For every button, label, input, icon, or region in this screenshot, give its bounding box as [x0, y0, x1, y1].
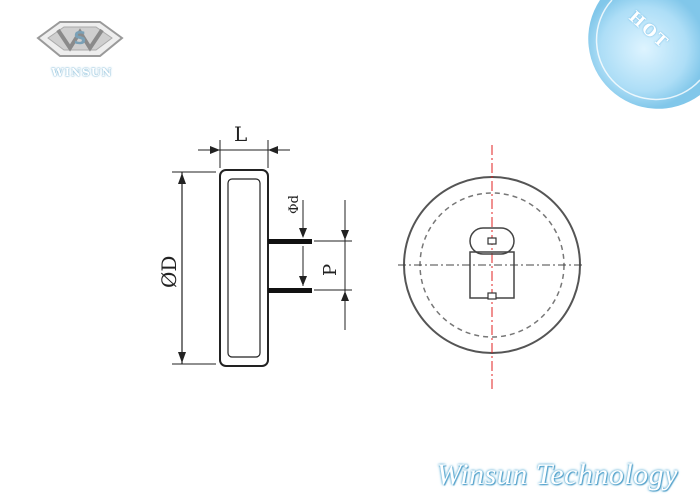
footer-brand-text: Winsun Technology [436, 458, 678, 491]
lead-dot-lower [487, 292, 497, 300]
label-length: L [234, 122, 247, 146]
side-view [172, 140, 352, 367]
lead-pad-upper [469, 227, 515, 255]
capacitor-body-inner [227, 178, 261, 358]
label-diameter: ØD [157, 256, 181, 288]
winsun-logo-icon: S [36, 21, 124, 57]
lead-lower [268, 288, 312, 293]
lead-upper [268, 239, 312, 244]
label-pitch: P [320, 264, 341, 276]
hot-badge [588, 0, 700, 109]
front-view [398, 145, 584, 392]
lead-dot-upper [487, 237, 497, 245]
capacitor-body [219, 169, 269, 367]
label-lead-diameter: Φd [287, 195, 302, 214]
svg-text:S: S [74, 28, 87, 49]
logo-wordmark: WINSUN [51, 66, 113, 79]
